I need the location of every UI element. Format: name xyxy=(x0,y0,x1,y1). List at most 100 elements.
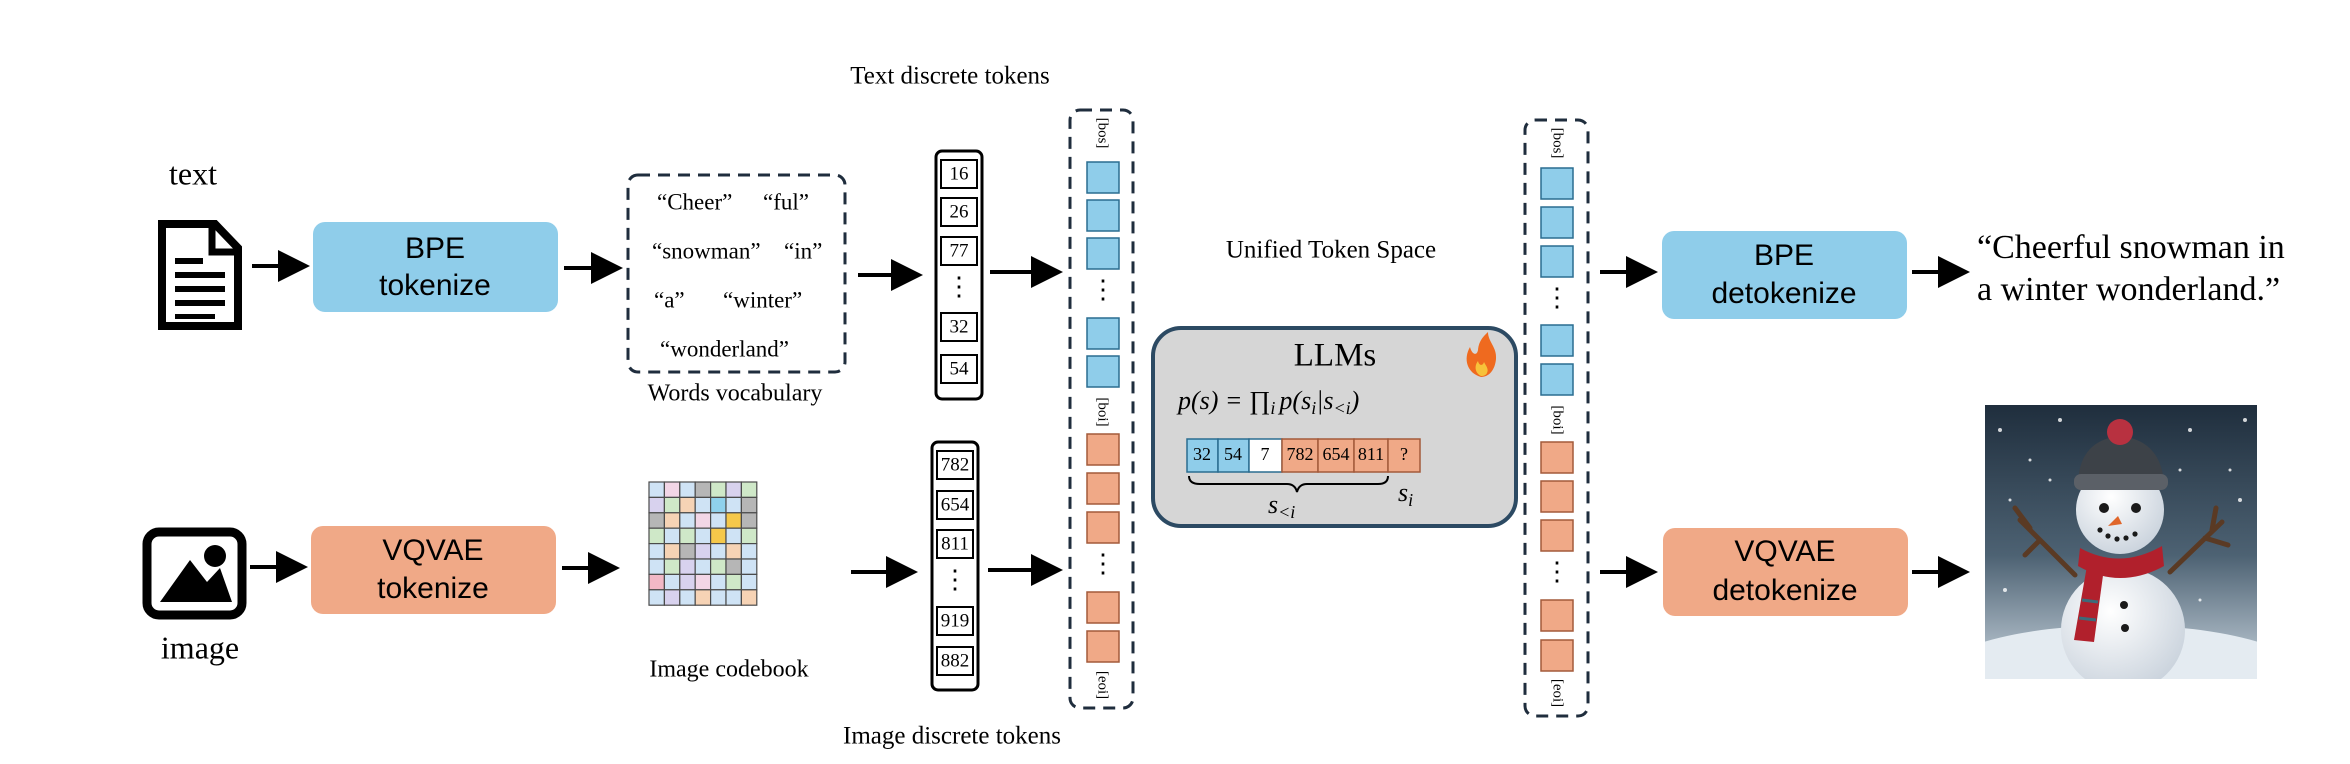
image-token-id: 654 xyxy=(941,494,970,515)
codebook-cell xyxy=(648,573,665,591)
codebook-cell xyxy=(694,481,712,498)
svg-text:detokenize: detokenize xyxy=(1711,277,1856,310)
fire-icon xyxy=(1466,332,1497,377)
codebook-cell xyxy=(725,496,742,514)
codebook-cell xyxy=(648,481,665,498)
text-token-column: 16 26 77 ⋮ 32 54 xyxy=(934,149,984,401)
svg-text:BPE: BPE xyxy=(1754,239,1814,272)
s-less-than-i-label: s<i xyxy=(1268,490,1295,522)
codebook-cell xyxy=(740,527,758,545)
boi-token: [boi] xyxy=(1550,405,1566,434)
svg-text:“winter”: “winter” xyxy=(723,287,802,312)
words-vocabulary-caption: Words vocabulary xyxy=(648,381,823,407)
codebook-cell xyxy=(740,589,758,606)
output-sequence-column: [bos] ⋮ [boi] ⋮ [eoi] xyxy=(1523,118,1590,718)
codebook-cell xyxy=(709,542,727,560)
llm-seq-token: 782 xyxy=(1287,444,1314,464)
svg-text:“ful”: “ful” xyxy=(763,189,809,214)
image-token-block xyxy=(1540,441,1574,474)
document-icon xyxy=(158,220,242,330)
image-codebook-grid xyxy=(648,481,758,606)
image-token-block xyxy=(1086,630,1120,663)
codebook-cell xyxy=(740,542,758,560)
text-token-block xyxy=(1086,237,1120,270)
codebook-cell xyxy=(694,558,712,575)
llm-seq-token: 811 xyxy=(1358,444,1384,464)
svg-text:a winter wonderland.”: a winter wonderland.” xyxy=(1977,271,2280,308)
svg-text:“a”: “a” xyxy=(654,287,685,312)
codebook-cell xyxy=(679,573,696,591)
image-icon xyxy=(142,527,247,620)
codebook-cell xyxy=(709,558,727,575)
svg-text:VQVAE: VQVAE xyxy=(382,534,483,567)
unified-token-space-label: Unified Token Space xyxy=(1226,237,1436,264)
bos-token: [bos] xyxy=(1095,118,1111,149)
image-token-id: 811 xyxy=(941,533,969,554)
words-vocabulary-box: “Cheer” “ful” “snowman” “in” “a” “winter… xyxy=(626,173,847,374)
text-token-id: 16 xyxy=(950,163,969,184)
codebook-cell xyxy=(648,512,665,529)
text-tokens-caption: Text discrete tokens xyxy=(850,63,1050,90)
image-input-label: image xyxy=(161,629,239,665)
image-token-block xyxy=(1086,472,1120,505)
text-token-block xyxy=(1086,355,1120,388)
llm-seq-token: 7 xyxy=(1261,444,1270,464)
text-token-block xyxy=(1540,206,1574,239)
codebook-cell xyxy=(648,542,665,560)
codebook-cell xyxy=(663,481,681,498)
codebook-cell xyxy=(740,496,758,514)
output-text: “Cheerful snowman in a winter wonderland… xyxy=(1977,229,2285,308)
text-token-id: 54 xyxy=(950,358,970,379)
svg-text:BPE: BPE xyxy=(405,232,465,265)
image-token-column: 782 654 811 ⋮ 919 882 xyxy=(930,440,980,692)
vertical-ellipsis: ⋮ xyxy=(1090,275,1116,304)
image-token-id: 919 xyxy=(941,610,970,631)
codebook-cell xyxy=(663,496,681,514)
brace xyxy=(1188,475,1389,493)
codebook-cell xyxy=(679,589,696,606)
codebook-cell xyxy=(648,527,665,545)
input-sequence-column: [bos] ⋮ [boi] ⋮ [eoi] xyxy=(1068,108,1135,710)
image-tokens-caption: Image discrete tokens xyxy=(843,723,1061,750)
svg-text:“in”: “in” xyxy=(784,238,822,263)
codebook-cell xyxy=(725,527,742,545)
svg-text:VQVAE: VQVAE xyxy=(1734,535,1835,568)
svg-text:tokenize: tokenize xyxy=(377,572,489,605)
image-token-block xyxy=(1086,433,1120,466)
svg-text:“Cheer”: “Cheer” xyxy=(657,189,732,214)
llm-seq-token: 32 xyxy=(1193,444,1211,464)
codebook-cell xyxy=(663,542,681,560)
image-token-block xyxy=(1540,480,1574,513)
codebook-cell xyxy=(679,542,696,560)
codebook-cell xyxy=(679,558,696,575)
vqvae-detokenize-box: VQVAE detokenize xyxy=(1663,528,1908,616)
text-token-block xyxy=(1540,245,1574,278)
text-token-block xyxy=(1540,363,1574,396)
codebook-cell xyxy=(725,573,742,591)
svg-text:tokenize: tokenize xyxy=(379,269,491,302)
codebook-cell xyxy=(694,573,712,591)
image-codebook-caption: Image codebook xyxy=(649,657,808,683)
text-token-block xyxy=(1086,199,1120,232)
svg-text:“snowman”: “snowman” xyxy=(652,238,761,263)
eoi-token: [eoi] xyxy=(1550,679,1566,707)
llm-seq-token: ? xyxy=(1400,444,1408,464)
codebook-cell xyxy=(709,573,727,591)
vertical-ellipsis: ⋮ xyxy=(942,565,968,594)
codebook-cell xyxy=(694,512,712,529)
bpe-detokenize-box: BPE detokenize xyxy=(1662,231,1907,319)
codebook-cell xyxy=(725,542,742,560)
text-token-id: 77 xyxy=(950,240,969,261)
codebook-cell xyxy=(709,527,727,545)
codebook-cell xyxy=(725,558,742,575)
s-i-label: si xyxy=(1398,478,1413,510)
vqvae-tokenize-box: VQVAE tokenize xyxy=(311,526,556,614)
text-token-block xyxy=(1540,167,1574,200)
codebook-cell xyxy=(648,589,665,606)
bos-token: [bos] xyxy=(1550,128,1566,159)
image-token-block xyxy=(1540,639,1574,672)
codebook-cell xyxy=(663,573,681,591)
